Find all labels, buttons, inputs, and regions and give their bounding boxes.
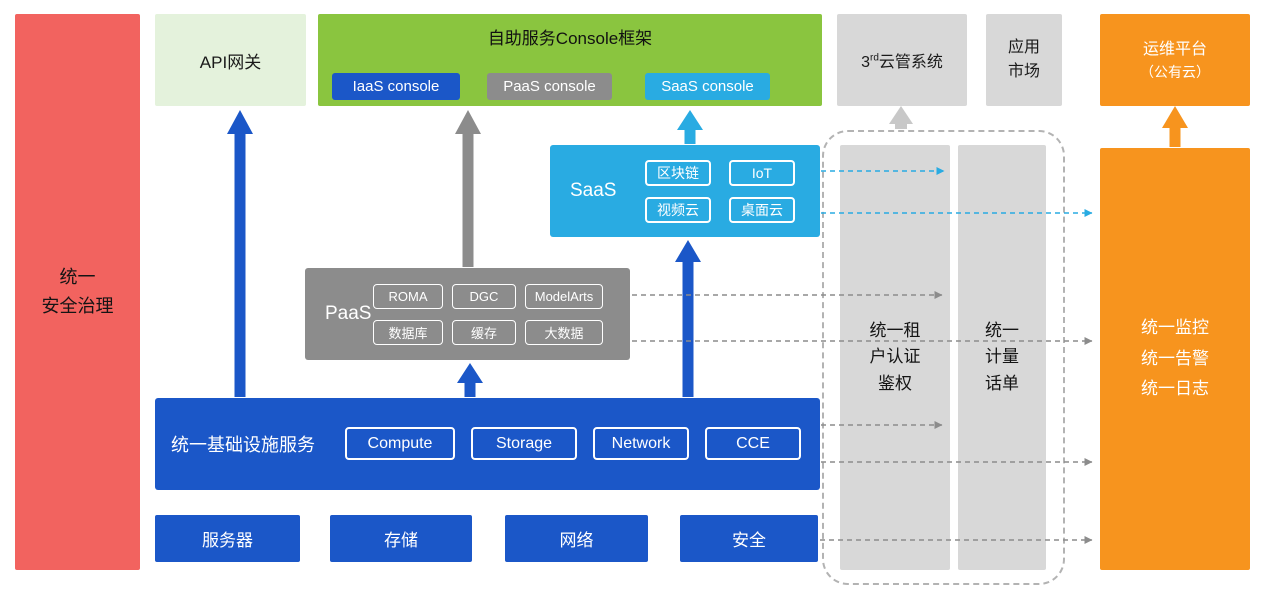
metering-billing-line: 话单 bbox=[985, 373, 1019, 393]
paas-box: PaaS ROMA DGC ModelArts 数据库 缓存 大数据 bbox=[305, 268, 630, 360]
monitoring-line: 统一日志 bbox=[1141, 379, 1209, 399]
arrow-monitor-to-ops-platform bbox=[1162, 106, 1188, 147]
resource-box-storage: 存储 bbox=[330, 515, 472, 562]
saas-label: SaaS bbox=[570, 180, 617, 201]
metering-billing-line: 计量 bbox=[985, 347, 1019, 367]
app-market-box: 应用 市场 bbox=[986, 14, 1062, 106]
paas-label: PaaS bbox=[325, 303, 372, 324]
tenant-auth-line: 户认证 bbox=[869, 347, 921, 367]
security-governance-line: 统一 bbox=[59, 267, 96, 288]
monitoring-line: 统一监控 bbox=[1141, 318, 1209, 338]
paas-chip-database: 数据库 bbox=[373, 320, 443, 345]
shared-services-group bbox=[822, 130, 1065, 585]
saas-box: SaaS 区块链 IoT 视频云 桌面云 bbox=[550, 145, 820, 237]
paas-chip-dgc: DGC bbox=[452, 284, 516, 309]
infrastructure-label: 统一基础设施服务 bbox=[171, 435, 315, 455]
paas-chip-modelarts: ModelArts bbox=[525, 284, 603, 309]
arrow-infra-to-paas bbox=[457, 363, 483, 397]
infrastructure-chip-group: Compute Storage Network CCE bbox=[345, 427, 801, 460]
ops-platform-box: 运维平台 （公有云） bbox=[1100, 14, 1250, 106]
security-governance-panel: 统一 安全治理 bbox=[15, 14, 140, 570]
arrow-paas-to-console bbox=[455, 110, 481, 267]
third-party-label-base: 3 bbox=[861, 54, 870, 71]
monitoring-panel: 统一监控 统一告警 统一日志 bbox=[1100, 148, 1250, 570]
saas-chip-blockchain: 区块链 bbox=[645, 160, 711, 186]
infra-chip-compute: Compute bbox=[345, 427, 455, 460]
saas-chip-group: 区块链 IoT 视频云 桌面云 bbox=[645, 160, 795, 223]
metering-billing-column: 统一 计量 话单 bbox=[958, 145, 1046, 570]
third-party-label-rest: 云管系统 bbox=[878, 54, 943, 71]
resource-box-network: 网络 bbox=[505, 515, 648, 562]
third-party-label-sup: rd bbox=[869, 52, 879, 64]
third-party-cloud-label: 3rd云管系统 bbox=[861, 48, 943, 72]
console-framework-box: 自助服务Console框架 IaaS console PaaS console … bbox=[318, 14, 822, 106]
iaas-console-button: IaaS console bbox=[332, 73, 460, 100]
tenant-auth-column: 统一租 户认证 鉴权 bbox=[840, 145, 950, 570]
infrastructure-box: 统一基础设施服务 Compute Storage Network CCE bbox=[155, 398, 820, 490]
infra-chip-network: Network bbox=[593, 427, 689, 460]
ops-platform-line: 运维平台 bbox=[1142, 40, 1207, 58]
paas-chip-bigdata: 大数据 bbox=[525, 320, 603, 345]
arrow-infra-to-saas bbox=[675, 240, 701, 397]
saas-console-button: SaaS console bbox=[645, 73, 770, 100]
arrow-shared-to-third-party bbox=[889, 106, 913, 129]
arrow-saas-to-console bbox=[677, 110, 703, 144]
saas-chip-desktop-cloud: 桌面云 bbox=[729, 197, 795, 223]
console-framework-title: 自助服务Console框架 bbox=[487, 29, 653, 48]
saas-chip-video-cloud: 视频云 bbox=[645, 197, 711, 223]
resource-box-server: 服务器 bbox=[155, 515, 300, 562]
saas-chip-iot: IoT bbox=[729, 160, 795, 186]
api-gateway-label: API网关 bbox=[199, 52, 262, 72]
third-party-cloud-box: 3rd云管系统 bbox=[837, 14, 967, 106]
monitoring-line: 统一告警 bbox=[1141, 348, 1209, 368]
paas-chip-roma: ROMA bbox=[373, 284, 443, 309]
resource-box-security: 安全 bbox=[680, 515, 818, 562]
tenant-auth-line: 统一租 bbox=[869, 320, 921, 340]
app-market-line: 市场 bbox=[1007, 63, 1040, 80]
app-market-line: 应用 bbox=[1007, 39, 1040, 56]
metering-billing-line: 统一 bbox=[985, 320, 1019, 340]
paas-console-button: PaaS console bbox=[487, 73, 612, 100]
paas-chip-cache: 缓存 bbox=[452, 320, 516, 345]
arrow-infra-to-api-gateway bbox=[227, 110, 253, 397]
security-governance-line: 安全治理 bbox=[41, 296, 114, 316]
tenant-auth-line: 鉴权 bbox=[878, 373, 912, 393]
infra-chip-cce: CCE bbox=[705, 427, 801, 460]
paas-chip-group: ROMA DGC ModelArts 数据库 缓存 大数据 bbox=[373, 284, 603, 345]
api-gateway-box: API网关 bbox=[155, 14, 306, 106]
ops-platform-line: （公有云） bbox=[1140, 63, 1210, 80]
infra-chip-storage: Storage bbox=[471, 427, 577, 460]
